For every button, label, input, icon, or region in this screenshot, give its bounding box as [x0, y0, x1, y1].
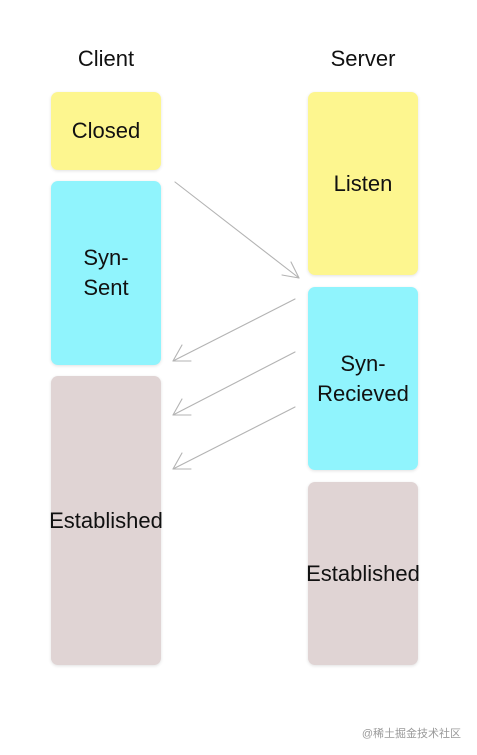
- server-state-syn-received: Syn- Recieved: [308, 287, 418, 470]
- server-state-established: Established: [306, 482, 420, 665]
- client-column-title: Client: [77, 46, 135, 71]
- syn-ack-arrow: [172, 298, 296, 362]
- ack-arrow-2: [172, 406, 296, 470]
- watermark: @稀土掘金技术社区: [361, 728, 461, 740]
- client-state-syn-sent: Syn- Sent: [51, 181, 161, 365]
- ack-arrow-1: [172, 351, 296, 416]
- server-state-listen: Listen: [308, 92, 418, 275]
- client-state-established: Established: [49, 376, 163, 665]
- syn-arrow: [174, 181, 300, 279]
- client-state-closed: Closed: [51, 92, 161, 170]
- server-column-title: Server: [330, 46, 396, 71]
